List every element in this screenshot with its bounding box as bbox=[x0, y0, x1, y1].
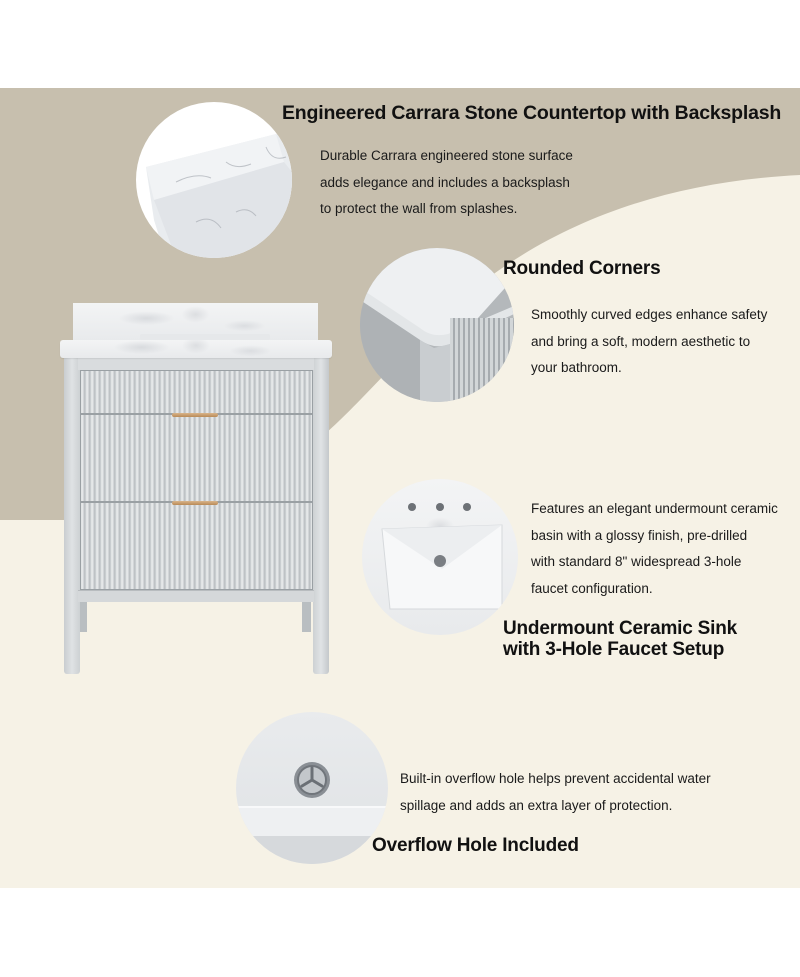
vanity-product-image bbox=[0, 88, 800, 888]
feature-title-sink: Undermount Ceramic Sink with 3-Hole Fauc… bbox=[503, 618, 738, 660]
feature-title-overflow: Overflow Hole Included bbox=[372, 835, 579, 856]
feature-description-countertop: Durable Carrara engineered stone surface… bbox=[320, 148, 573, 216]
feature-infographic: Engineered Carrara Stone Countertop with… bbox=[0, 88, 800, 888]
feature-description-overflow: Built-in overflow hole helps prevent acc… bbox=[400, 771, 711, 813]
feature-title-countertop: Engineered Carrara Stone Countertop with… bbox=[282, 102, 782, 124]
feature-description-rounded-corners: Smoothly curved edges enhance safety and… bbox=[531, 307, 768, 375]
drawer-bottom bbox=[80, 502, 313, 590]
rounded-corner-closeup-image bbox=[360, 248, 514, 402]
overflow-hole-closeup-image bbox=[236, 712, 388, 864]
feature-description-sink: Features an elegant undermount ceramic b… bbox=[531, 501, 778, 596]
countertop-closeup-image bbox=[136, 102, 292, 258]
drawer-handle bbox=[172, 413, 218, 417]
drawer-handle bbox=[172, 501, 218, 505]
countertop bbox=[60, 340, 332, 358]
drawer-middle bbox=[80, 414, 313, 502]
undermount-sink-closeup-image bbox=[362, 479, 518, 635]
drawer-top bbox=[80, 370, 313, 414]
feature-title-rounded-corners: Rounded Corners bbox=[503, 258, 661, 279]
